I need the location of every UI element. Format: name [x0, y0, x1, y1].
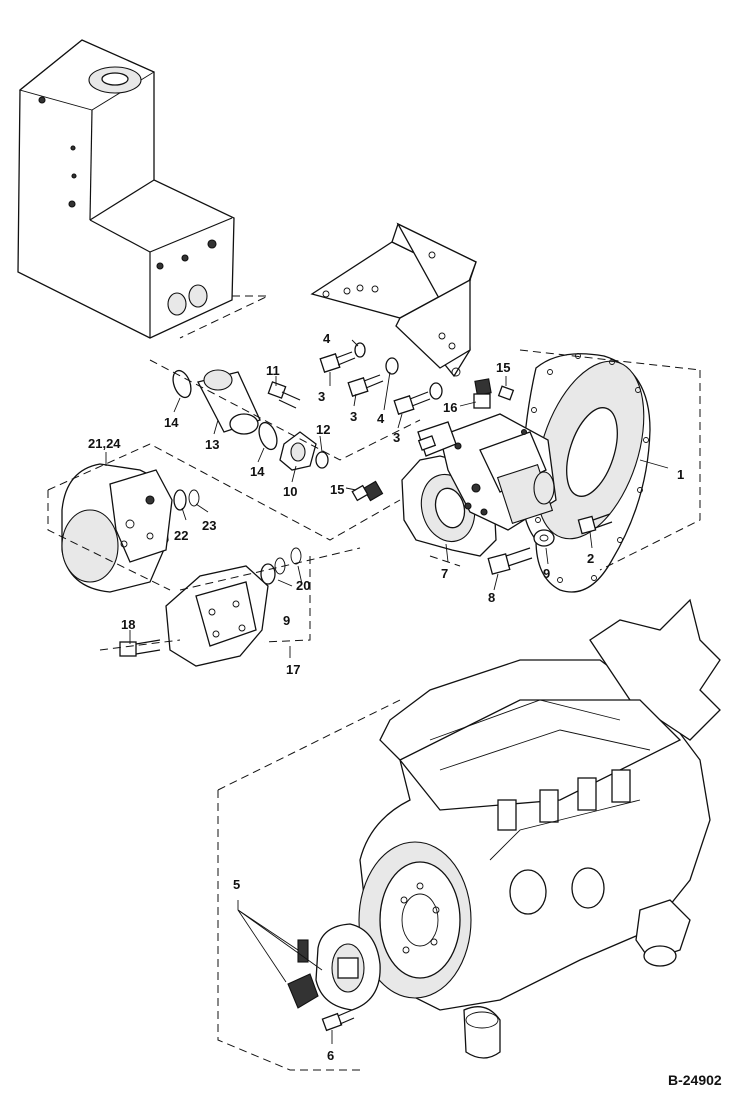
- injectors: [489, 769, 641, 861]
- housing-bolts: [487, 513, 613, 575]
- callout-23: 23: [202, 518, 216, 533]
- callout-21-24: 21,24: [88, 436, 121, 451]
- variable-pump: [119, 547, 302, 667]
- callout-2: 2: [587, 551, 594, 566]
- hydraulic-tank: [17, 39, 269, 339]
- callout-18: 18: [121, 617, 135, 632]
- bracket-bolts: [319, 342, 443, 415]
- callout-9-b: 9: [283, 613, 290, 628]
- callout-8: 8: [488, 590, 495, 605]
- callout-4-b: 4: [377, 411, 385, 426]
- callout-4-a: 4: [323, 331, 331, 346]
- leader-lines: [105, 339, 669, 1044]
- callout-22: 22: [174, 528, 188, 543]
- callout-13: 13: [205, 437, 219, 452]
- callout-5: 5: [233, 877, 240, 892]
- suction-hose-group: [172, 369, 329, 471]
- fittings: [351, 378, 515, 502]
- callout-14-a: 14: [164, 415, 179, 430]
- callout-9-a: 9: [543, 566, 550, 581]
- flywheel-housing: [521, 353, 651, 593]
- callout-labels: 1 2 3 3 3 4 4 5 6 7 8 9 9 10 11 12 13 14…: [88, 331, 722, 1088]
- mounting-bracket: [310, 222, 477, 378]
- callout-3-a: 3: [318, 389, 325, 404]
- callout-3-b: 3: [350, 409, 357, 424]
- gear-pump: [61, 463, 200, 593]
- callout-15-a: 15: [496, 360, 510, 375]
- callout-20: 20: [296, 578, 310, 593]
- coupling-group: [287, 923, 381, 1032]
- callout-7: 7: [441, 566, 448, 581]
- callout-10: 10: [283, 484, 297, 499]
- callout-16: 16: [443, 400, 457, 415]
- figure-id: B-24902: [668, 1072, 722, 1088]
- callout-11: 11: [266, 363, 280, 378]
- callout-17: 17: [286, 662, 300, 677]
- callout-6: 6: [327, 1048, 334, 1063]
- assembly-lines: [47, 349, 701, 1071]
- callout-12: 12: [316, 422, 330, 437]
- callout-15-b: 15: [330, 482, 344, 497]
- callout-1: 1: [677, 467, 684, 482]
- callout-14-b: 14: [250, 464, 265, 479]
- pump-adapter-housing: [401, 413, 557, 557]
- callout-3-c: 3: [393, 430, 400, 445]
- diesel-engine: [358, 598, 721, 1059]
